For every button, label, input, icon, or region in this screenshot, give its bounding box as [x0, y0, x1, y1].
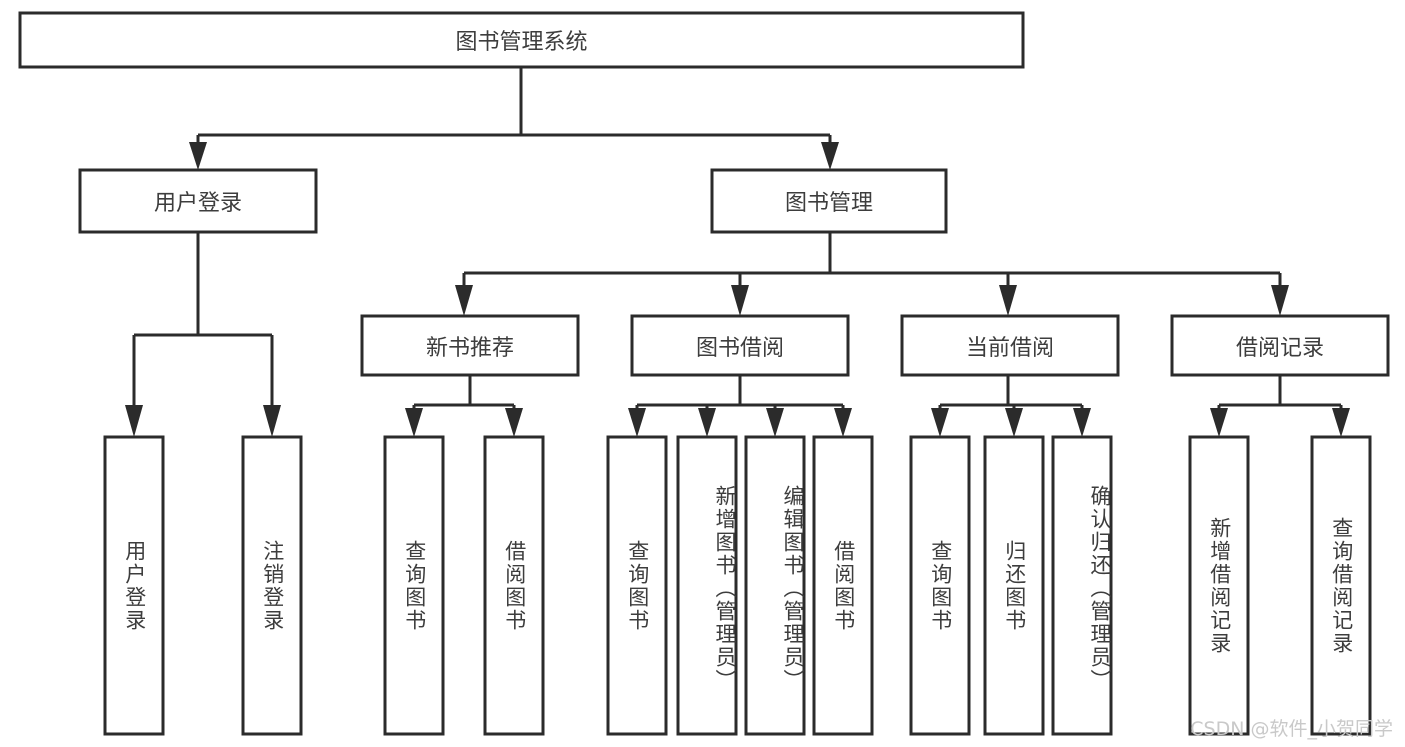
- arrowhead-leaf-query-borrow-record: [1332, 408, 1350, 437]
- connector-root-to-level2: [189, 67, 839, 170]
- node-box-leaf-query-book-rec[interactable]: [383, 435, 445, 736]
- connector-current-borrow-to-leaves: [931, 375, 1091, 437]
- node-box-leaf-user-login[interactable]: [103, 435, 165, 736]
- node-box-new-book-recommend[interactable]: [360, 314, 580, 377]
- connector-book-borrow-to-leaves: [628, 375, 852, 437]
- arrowhead-leaf-logout: [263, 405, 281, 437]
- arrowhead-leaf-query-book-borrow: [628, 408, 646, 437]
- arrowhead-leaf-user-login: [125, 405, 143, 437]
- node-box-leaf-query-book-current[interactable]: [909, 435, 971, 736]
- arrowhead-leaf-borrow-book: [834, 408, 852, 437]
- arrowhead-leaf-add-book-admin: [698, 408, 716, 437]
- connector-new-book-recommend-to-leaves: [405, 375, 523, 437]
- connector-user-login-to-leaves: [125, 232, 281, 437]
- node-box-book-management[interactable]: [710, 168, 948, 234]
- node-box-leaf-return-book[interactable]: [983, 435, 1045, 736]
- arrowhead-book-borrow: [731, 285, 749, 316]
- arrowhead-leaf-edit-book-admin: [766, 408, 784, 437]
- arrowhead-new-book-recommend: [455, 285, 473, 316]
- node-box-leaf-logout[interactable]: [241, 435, 303, 736]
- node-box-borrow-record[interactable]: [1170, 314, 1390, 377]
- arrowhead-leaf-borrow-book-rec: [505, 408, 523, 437]
- arrowhead-leaf-return-book: [1005, 408, 1023, 437]
- connector-borrow-record-to-leaves: [1210, 375, 1350, 437]
- node-box-user-login[interactable]: [78, 168, 318, 234]
- watermark-text: CSDN @软件_小贺同学: [1190, 718, 1393, 740]
- node-box-leaf-query-borrow-record[interactable]: [1310, 435, 1372, 736]
- node-box-current-borrow[interactable]: [900, 314, 1120, 377]
- node-box-leaf-add-book-admin[interactable]: [676, 435, 738, 736]
- arrowhead-book-management: [821, 142, 839, 170]
- node-box-book-borrow[interactable]: [630, 314, 850, 377]
- connector-book-management-to-level3: [455, 232, 1289, 316]
- node-box-leaf-borrow-book-rec[interactable]: [483, 435, 545, 736]
- node-box-leaf-edit-book-admin[interactable]: [744, 435, 806, 736]
- arrowhead-current-borrow: [999, 285, 1017, 316]
- arrowhead-user-login: [189, 142, 207, 170]
- node-box-leaf-borrow-book[interactable]: [812, 435, 874, 736]
- node-box-leaf-add-borrow-record[interactable]: [1188, 435, 1250, 736]
- arrowhead-leaf-confirm-return-admin: [1073, 408, 1091, 437]
- arrowhead-leaf-query-book-current: [931, 408, 949, 437]
- node-box-leaf-confirm-return-admin[interactable]: [1051, 435, 1113, 736]
- node-box-leaf-query-book-borrow[interactable]: [606, 435, 668, 736]
- arrowhead-borrow-record: [1271, 285, 1289, 316]
- arrowhead-leaf-query-book-rec: [405, 408, 423, 437]
- node-box-root[interactable]: [18, 11, 1025, 69]
- arrowhead-leaf-add-borrow-record: [1210, 408, 1228, 437]
